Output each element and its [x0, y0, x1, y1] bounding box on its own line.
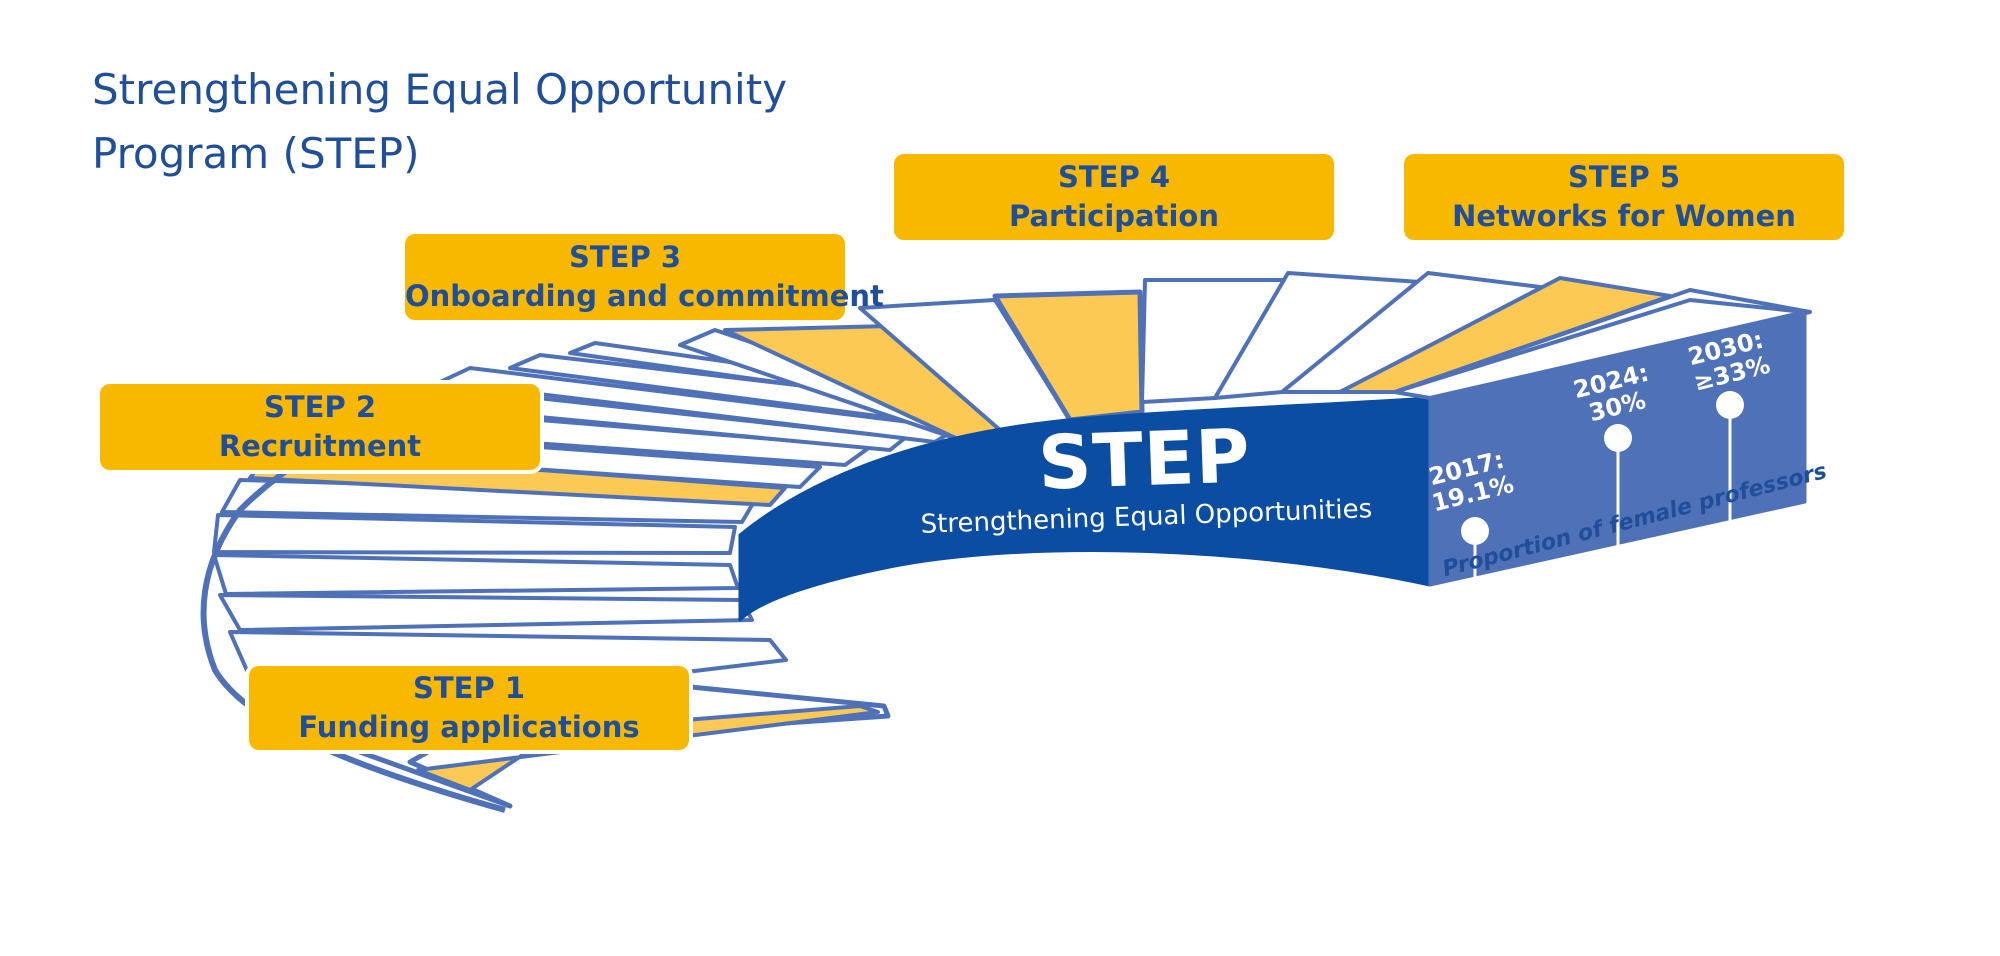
- stair-step: [212, 513, 737, 555]
- step-5-number: STEP 5: [1567, 160, 1680, 194]
- stair-step: [212, 553, 740, 596]
- stair-step-bottom-highlight: [416, 704, 880, 792]
- stair-step-highlight: [992, 289, 1145, 423]
- milestone-block-top: [1393, 298, 1807, 400]
- step-4-label: STEP 4 Participation: [890, 150, 1338, 244]
- step-1-label: STEP 1 Funding applications: [245, 662, 693, 754]
- milestone-pins: [1461, 391, 1744, 580]
- pin-2030-head: [1716, 391, 1744, 419]
- step-5-label: STEP 5 Networks for Women: [1400, 150, 1848, 244]
- step-3-name: Onboarding and commitment: [405, 279, 884, 313]
- step-3-label: STEP 3 Onboarding and commitment: [401, 230, 884, 324]
- step-4-name: Participation: [1009, 199, 1219, 233]
- stair-step: [218, 593, 754, 632]
- step-1-number: STEP 1: [412, 671, 525, 705]
- step-5-name: Networks for Women: [1452, 199, 1796, 233]
- page-title-line-2: Program (STEP): [92, 129, 420, 178]
- step-brand: STEP Strengthening Equal Opportunities: [903, 412, 1387, 543]
- pin-2017-head: [1461, 517, 1489, 545]
- step-2-number: STEP 2: [263, 390, 376, 424]
- step-2-name: Recruitment: [218, 429, 422, 463]
- page-title: Strengthening Equal Opportunity Program …: [92, 58, 787, 186]
- step-2-label: STEP 2 Recruitment: [96, 380, 544, 474]
- step-1-name: Funding applications: [298, 710, 640, 744]
- step-3-number: STEP 3: [568, 240, 681, 274]
- pin-2024-head: [1604, 424, 1632, 452]
- step-4-number: STEP 4: [1057, 160, 1170, 194]
- page-title-line-1: Strengthening Equal Opportunity: [92, 65, 788, 114]
